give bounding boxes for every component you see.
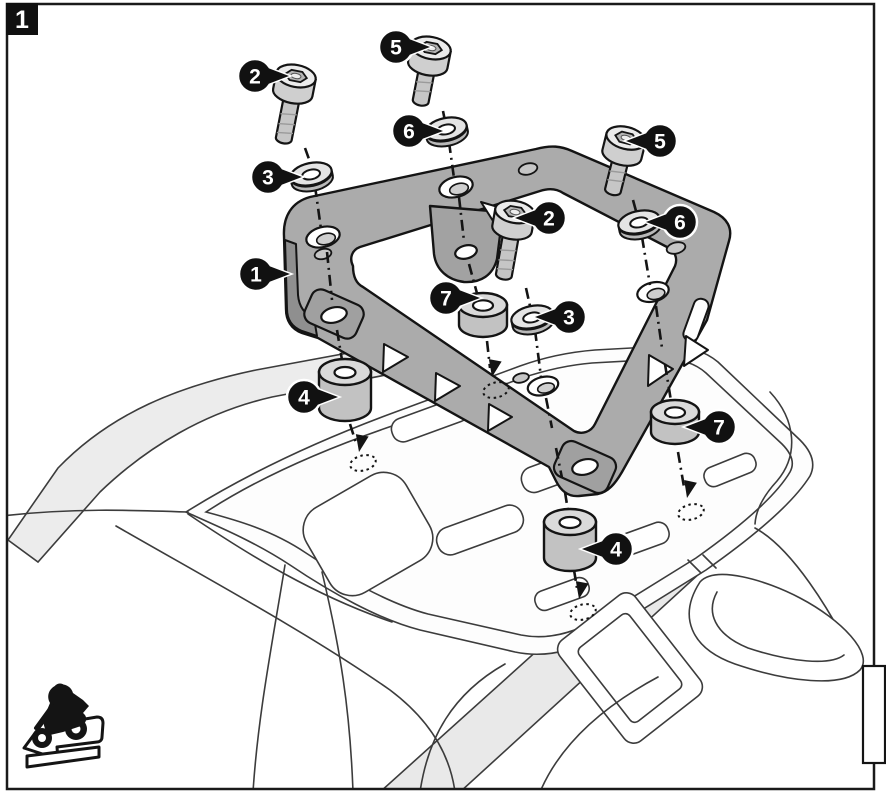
assembly-line	[631, 199, 705, 521]
callout-6: 6	[641, 203, 699, 241]
spacer-part-7	[649, 398, 701, 446]
step-badge: 1	[6, 3, 38, 35]
callout-1: 1	[237, 255, 295, 293]
callout-number: 4	[298, 387, 310, 410]
figure-border	[5, 2, 876, 791]
callout-7: 7	[680, 408, 738, 446]
motorcycle-icon	[32, 683, 89, 748]
assembly-axis-lines	[303, 110, 705, 621]
callout-2: 2	[510, 199, 568, 237]
insert-arrow-icon	[575, 581, 589, 599]
target-hole-marker	[569, 603, 597, 621]
callout-number: 4	[610, 539, 622, 562]
callout-number: 7	[713, 417, 725, 440]
target-hole-marker	[482, 381, 510, 399]
callout-4: 4	[577, 530, 635, 568]
callout-number: 5	[654, 131, 666, 154]
target-hole-marker	[677, 503, 705, 521]
tail-bodywork-art	[8, 391, 865, 788]
callout-6: 6	[390, 112, 448, 150]
callout-number: 3	[563, 307, 575, 330]
spacer-part-4	[542, 507, 598, 573]
mounting-bracket	[282, 145, 732, 498]
assembly-line	[441, 110, 510, 399]
bracket-frame	[282, 145, 732, 498]
insert-arrow-icon	[488, 359, 502, 377]
insert-arrow-icon	[684, 480, 697, 498]
svg-text:1: 1	[15, 6, 29, 34]
callout-number: 6	[403, 121, 415, 144]
insert-arrow-icon	[355, 434, 369, 452]
brand-logo	[22, 683, 105, 769]
target-hole-marker	[349, 454, 377, 472]
callout-4: 4	[285, 378, 343, 416]
callout-number: 3	[262, 167, 274, 190]
callout-7: 7	[427, 279, 485, 317]
bracket-holes	[305, 162, 687, 477]
callout-number: 6	[674, 212, 686, 235]
callout-number: 7	[440, 288, 452, 311]
callout-2: 2	[236, 57, 294, 95]
rack-opening	[302, 471, 434, 597]
callout-number: 5	[390, 37, 402, 60]
callout-number: 1	[250, 264, 262, 287]
right-edge-notch	[861, 664, 886, 765]
callout-number: 2	[249, 66, 261, 89]
assembly-line	[524, 287, 597, 621]
rear-rack-art	[8, 336, 865, 788]
callout-3: 3	[249, 158, 307, 196]
callout-5: 5	[621, 122, 679, 160]
bracket-left-face	[284, 239, 318, 337]
callout-5: 5	[377, 28, 435, 66]
bracket-tab	[428, 204, 505, 284]
tail-handle	[688, 573, 865, 682]
callout-3: 3	[530, 298, 588, 336]
callout-number: 2	[543, 208, 555, 231]
part-callouts: 2 5 6 3 5 2 6 1 7 3 4 7 4	[236, 28, 738, 568]
spacer-part-4	[317, 357, 373, 423]
